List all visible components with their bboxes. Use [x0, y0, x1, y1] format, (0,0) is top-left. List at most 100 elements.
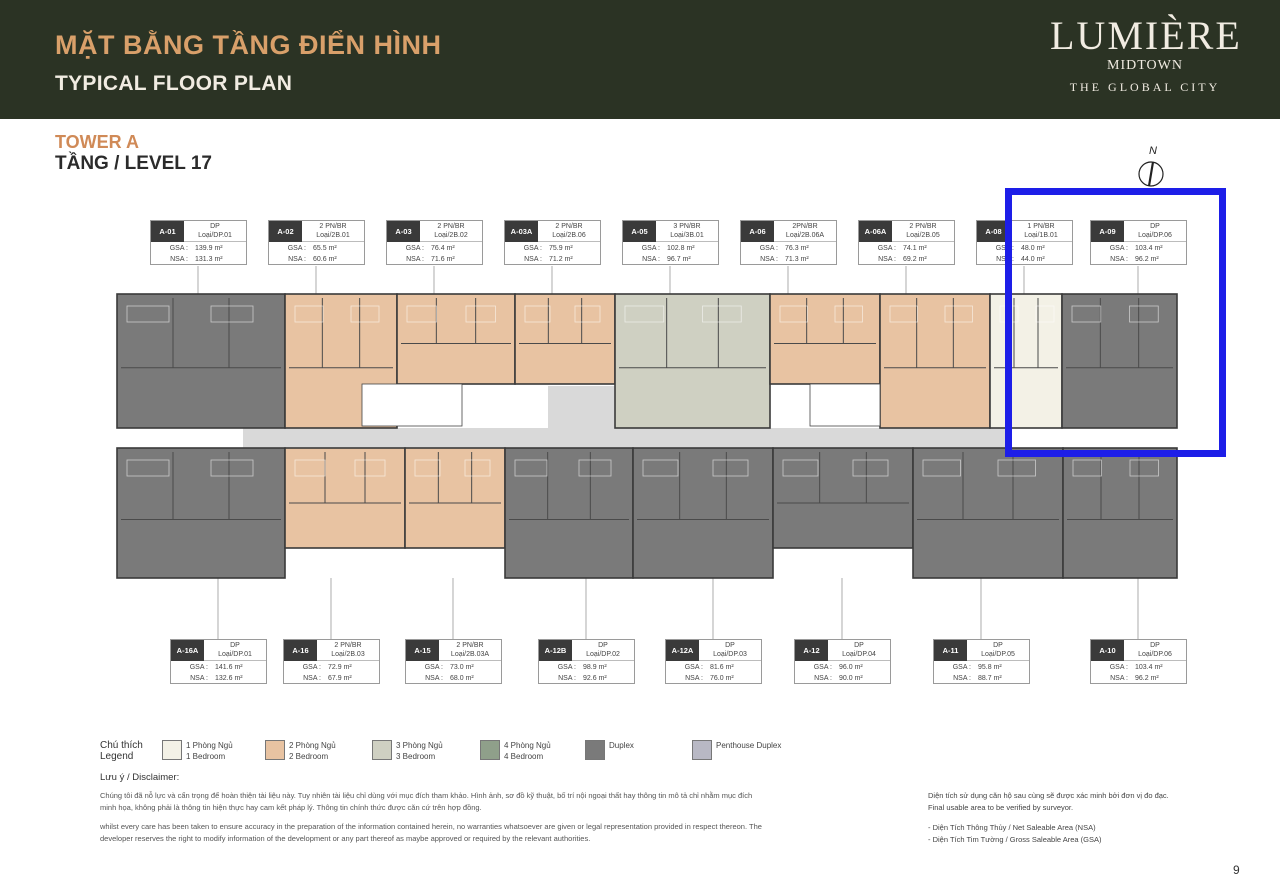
gsa-label: GSA :	[877, 245, 896, 252]
gsa-row: GSA :74.1 m²	[859, 243, 954, 254]
unit-type-bedrooms: DP	[854, 642, 864, 649]
legend-label-en: 4 Bedroom	[504, 752, 544, 761]
disclaimer-vn-line2: minh họa, không phải là thông tin hiện t…	[100, 803, 482, 812]
gsa-label: GSA :	[684, 664, 703, 671]
unit-code: A-16	[284, 640, 317, 661]
unit-code: A-12	[795, 640, 828, 661]
nsa-value: 67.9 m²	[328, 675, 352, 682]
nsa-row: NSA :131.3 m²	[151, 254, 246, 265]
nsa-value: 60.6 m²	[313, 256, 337, 263]
unit-type-bedrooms: 3 PN/BR	[673, 223, 701, 230]
nsa-label: NSA :	[190, 675, 208, 682]
legend-label-vn: 1 Phòng Ngủ	[186, 741, 233, 750]
selection-highlight-a09[interactable]	[1005, 188, 1226, 457]
disclaimer-en-line1: whilst every care has been taken to ensu…	[100, 822, 762, 831]
gsa-row: GSA :139.9 m²	[151, 243, 246, 254]
nsa-value: 96.2 m²	[1135, 675, 1159, 682]
nsa-value: 88.7 m²	[978, 675, 1002, 682]
unit-code: A-05	[623, 221, 656, 242]
nsa-value: 90.0 m²	[839, 675, 863, 682]
legend-swatch	[585, 740, 605, 760]
unit-block-a12	[772, 447, 914, 549]
gsa-label: GSA :	[287, 245, 306, 252]
furniture-bed	[578, 459, 612, 477]
nsa-row: NSA :71.2 m²	[505, 254, 600, 265]
unit-type-bedrooms: DP	[993, 642, 1003, 649]
nsa-row: NSA :68.0 m²	[406, 673, 501, 684]
unit-type-code: Loại/2B.03A	[450, 651, 490, 658]
furniture-bed	[997, 459, 1036, 477]
area-note-gsa: - Diện Tích Tim Tường / Gross Saleable A…	[928, 835, 1102, 844]
unit-type-code: Loại/DP.01	[198, 232, 232, 239]
nsa-label: NSA :	[558, 675, 576, 682]
furniture-bed	[1072, 459, 1102, 477]
level-label: TẦNG / LEVEL 17	[55, 153, 212, 174]
unit-block-a15	[404, 447, 506, 549]
furniture-bed	[1035, 305, 1055, 323]
unit-block-a06a	[879, 293, 991, 429]
legend-label-vn: 4 Phòng Ngủ	[504, 741, 551, 750]
unit-block-a12a	[632, 447, 774, 579]
tower-name: TOWER A	[55, 132, 139, 152]
furniture-bed	[514, 459, 548, 477]
nsa-label: NSA :	[953, 675, 971, 682]
gsa-value: 65.5 m²	[313, 245, 337, 252]
brand-logo: LUMIÈRE MIDTOWN THE GLOBAL CITY	[1050, 14, 1240, 95]
gsa-value: 48.0 m²	[1021, 245, 1045, 252]
nsa-value: 69.2 m²	[903, 256, 927, 263]
unit-type-code: Loại/3B.01	[670, 232, 704, 239]
legend-title-en: Legend	[100, 751, 134, 762]
nsa-row: NSA :71.3 m²	[741, 254, 836, 265]
unit-type: 3 PN/BR Loại/3B.01	[656, 221, 718, 242]
logo-subtitle: MIDTOWN	[1107, 58, 1183, 73]
unit-type-bedrooms: DP	[1150, 642, 1160, 649]
unit-type-bedrooms: 2 PN/BR	[319, 223, 347, 230]
disclaimer-en-line2: developer reserves the right to modify i…	[100, 834, 591, 843]
unit-type-code: Loại/DP.05	[981, 651, 1015, 658]
gsa-value: 103.4 m²	[1135, 664, 1163, 671]
legend-label: 2 Phòng Ngủ 2 Bedroom	[289, 740, 336, 762]
disclaimer-vn-line1: Chúng tôi đã nỗ lực và cẩn trọng để hoàn…	[100, 791, 753, 800]
unit-block-a12b	[504, 447, 634, 579]
legend-label-en: 2 Bedroom	[289, 752, 329, 761]
gsa-value: 76.4 m²	[431, 245, 455, 252]
legend-label-vn: 2 Phòng Ngủ	[289, 741, 336, 750]
furniture-bed	[782, 459, 819, 477]
legend-swatch	[480, 740, 500, 760]
nsa-value: 132.6 m²	[215, 675, 243, 682]
nsa-label: NSA :	[425, 675, 443, 682]
gsa-row: GSA :141.6 m²	[171, 662, 266, 673]
gsa-row: GSA :81.6 m²	[666, 662, 761, 673]
nsa-value: 76.0 m²	[710, 675, 734, 682]
unit-type: DP Loại/DP.05	[967, 640, 1029, 661]
unit-type-bedrooms: 2 PN/BR	[909, 223, 937, 230]
unit-type-bedrooms: 2 PN/BR	[555, 223, 583, 230]
gsa-row: GSA :73.0 m²	[406, 662, 501, 673]
gsa-row: GSA :75.9 m²	[505, 243, 600, 254]
corridor	[243, 428, 1008, 448]
unit-blocks	[116, 293, 1178, 579]
